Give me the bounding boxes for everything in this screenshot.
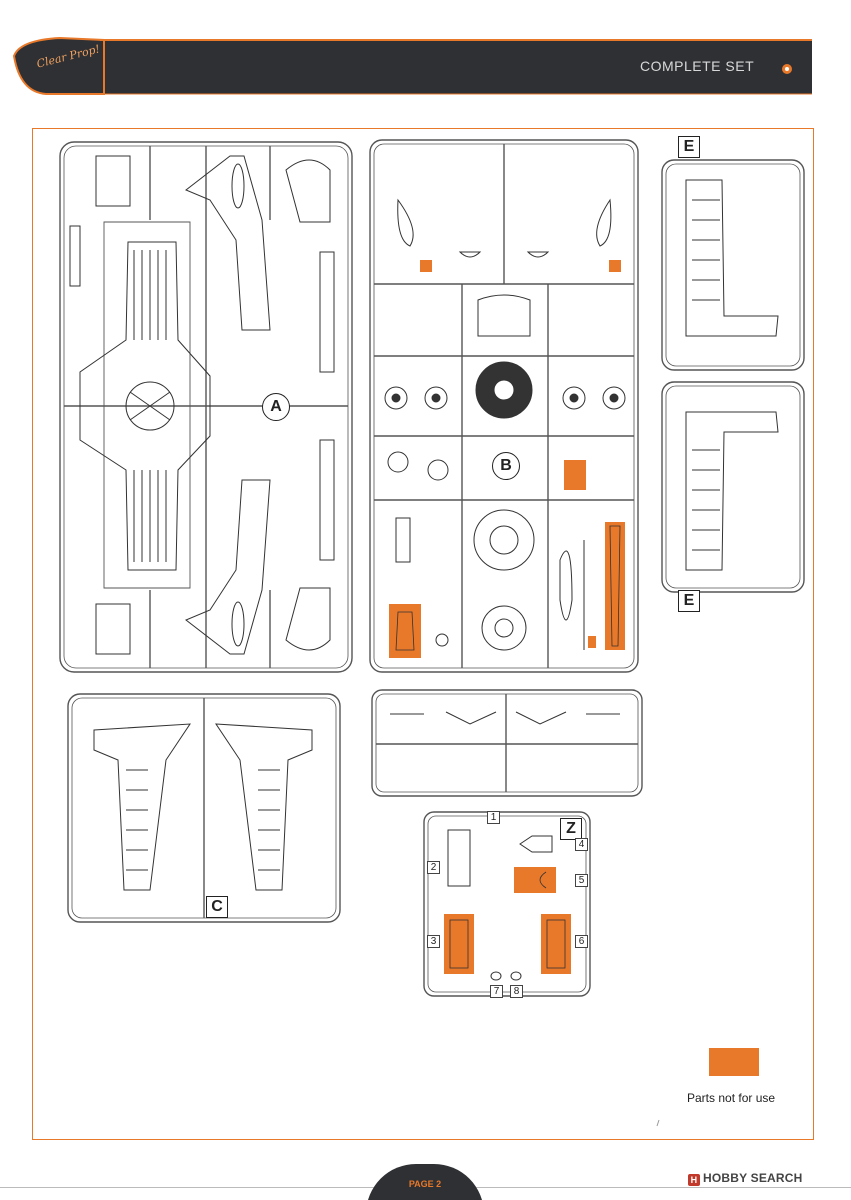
part-number: 1 — [487, 811, 500, 824]
part-number: 6 — [575, 935, 588, 948]
part-number: 4 — [575, 838, 588, 851]
sprue-c-parts — [93, 723, 313, 891]
part-number: 5 — [575, 874, 588, 887]
sprue-b-parts — [384, 198, 626, 651]
part-number: 2 — [427, 861, 440, 874]
legend-swatch — [709, 1048, 759, 1076]
sprue-a-label: A — [262, 393, 290, 421]
sprue-b-unused-outlines — [395, 525, 621, 651]
sprue-a-frame — [59, 141, 353, 673]
sprue-z-label: Z — [560, 818, 582, 840]
sprue-z-unused-parts — [444, 867, 571, 974]
sprue-e-top-frame — [661, 159, 805, 371]
sprue-a-wing — [79, 241, 211, 571]
sprue-z-parts — [447, 829, 553, 981]
sprue-c-label: C — [206, 896, 228, 918]
sprue-c-frame — [67, 693, 341, 923]
sprue-z-unused-outlines — [449, 871, 566, 969]
sprue-e-bottom-part — [685, 411, 779, 571]
sprue-e-bottom-frame — [661, 381, 805, 593]
sprue-small-frame — [371, 689, 643, 797]
sprue-b-label: B — [492, 452, 520, 480]
hobby-search-logo-icon: H — [688, 1174, 700, 1186]
sprue-e-top-label: E — [678, 136, 700, 158]
sprue-b-frame — [369, 139, 639, 673]
part-number: 8 — [510, 985, 523, 998]
watermark-text: HOBBY SEARCH — [703, 1171, 803, 1185]
sprue-small-parts — [390, 711, 620, 725]
content-frame — [32, 128, 814, 1140]
sprue-a-fuselage — [69, 155, 335, 655]
page-number: PAGE 2 — [408, 1179, 442, 1189]
title-bullet-icon — [782, 64, 792, 74]
sprue-e-bottom-label: E — [678, 590, 700, 612]
header-bar — [12, 36, 812, 95]
part-number: 7 — [490, 985, 503, 998]
sprue-b-unused-parts — [389, 260, 625, 658]
stray-mark — [656, 1119, 660, 1127]
sprue-z-frame — [423, 811, 591, 997]
sprue-e-top-part — [685, 179, 779, 337]
legend-label: Parts not for use — [687, 1091, 776, 1105]
part-number: 3 — [427, 935, 440, 948]
section-title: COMPLETE SET — [640, 58, 755, 74]
